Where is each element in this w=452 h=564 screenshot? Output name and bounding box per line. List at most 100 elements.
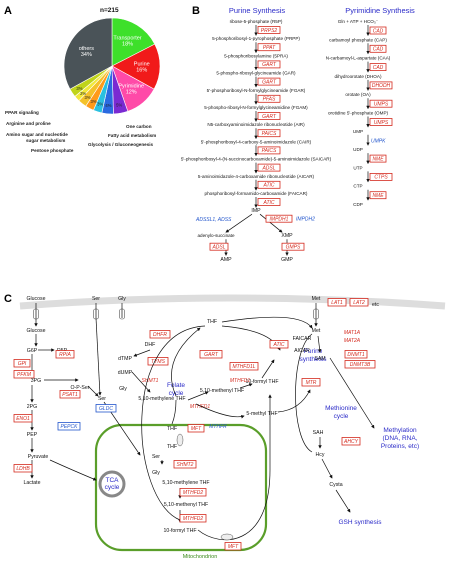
pathway-arrow — [317, 335, 322, 353]
panel-a-label: A — [4, 5, 12, 17]
enzyme-ctps: CTPS — [374, 175, 388, 181]
met-sam: SAM — [314, 356, 325, 362]
panel-c-label: C — [4, 293, 12, 305]
pie-slice-transporter — [111, 17, 156, 67]
enzyme-mthfd1b: MTHFD1 — [230, 378, 250, 384]
met-pg3: 3PG — [31, 378, 41, 384]
purine-metabolite: 5'-phosphoribosyl-N-formylglycineamide (… — [207, 88, 306, 93]
pyr-metabolite: N-carbamoyl-L-aspartate (CAA) — [326, 56, 391, 61]
enzyme-eno1: ENO1 — [16, 416, 30, 422]
methylation-2: (DNA, RNA, — [382, 435, 417, 442]
met-pg2: 2PG — [27, 404, 37, 410]
enzyme-umpk: UMPK — [371, 138, 386, 144]
pathway-arrow — [239, 383, 253, 389]
pathway-arrow — [335, 489, 351, 513]
met-hcy: Hcy — [316, 452, 325, 458]
enzyme-impdh2: IMPDH2 — [296, 217, 315, 223]
pie-n-label: n=215 — [100, 7, 119, 14]
met-thf-top: THF — [207, 319, 217, 325]
pie-slice-label: 5% — [116, 103, 122, 108]
enzyme-box-pepck — [57, 422, 81, 431]
met-cysta: Cysta — [329, 482, 342, 488]
met-gly: Gly — [119, 386, 127, 392]
enzyme-box-cad — [369, 63, 387, 71]
pyr-metabolite: UMP — [353, 129, 363, 134]
met-glucose-out: Glucose — [26, 296, 45, 302]
etc-label: etc — [372, 302, 379, 308]
pathway-curve — [221, 316, 313, 329]
met-m-gly: Gly — [152, 470, 160, 476]
pie-slice-label: 12% — [126, 90, 137, 96]
methylation-1: Methylation — [383, 427, 417, 434]
enzyme-dnmt3b: DNMT3B — [350, 362, 371, 368]
panel-c-network: GlucoseSerGlyMetLAT1LAT2etcGlucoseG6PR5P… — [13, 296, 379, 551]
tca-cycle-circle — [98, 470, 126, 498]
enzyme-prps2: PRPS2 — [261, 28, 278, 34]
enzyme-box-dhfr — [149, 330, 171, 339]
enzyme-box-dhodh — [369, 81, 393, 90]
enzyme-box-prps2 — [257, 26, 281, 34]
met-m-ser: Ser — [152, 454, 160, 460]
met-ser-out: Ser — [92, 296, 100, 302]
enzyme-box-nme — [369, 154, 387, 163]
gsh-synthesis: GSH synthesis — [339, 519, 383, 526]
tca-label-1: TCA — [106, 477, 120, 484]
enzyme-box-eno1 — [13, 414, 33, 423]
pyr-metabolite: CTP — [353, 184, 362, 189]
enzyme-box-cad — [369, 26, 387, 35]
enzyme-gart: GART — [204, 352, 219, 358]
gmp-label: GMP — [281, 257, 293, 263]
met-m-mthf: 5,10-methylene THF — [162, 480, 209, 486]
purine-metabolite: phosphoribosyl-formamido-carboxamide (FA… — [205, 191, 308, 196]
folate-cycle-1: Folate — [167, 382, 185, 389]
enzyme-mthfd1a: MTHFD1 — [190, 404, 210, 410]
mito-transporter-icon — [220, 533, 234, 541]
pie-label-amino-sugar-2: sugar metabolism — [26, 138, 65, 143]
enzyme-box-umps — [369, 99, 393, 108]
met-glucose-in: Glucose — [26, 328, 45, 334]
pathway-curve — [295, 333, 313, 453]
pathway-curve — [277, 389, 311, 413]
enzyme-box-pfas — [257, 94, 281, 103]
met-fthf: 10-formyl THF — [245, 379, 278, 385]
enzyme-box-pfkm — [13, 370, 35, 379]
enzyme-cad: CAD — [373, 65, 384, 71]
pie-slice-label: 3% — [91, 99, 97, 104]
pyr-start: Gln + ATP + HCO₃⁻ — [338, 19, 379, 24]
enzyme-box-mft2 — [224, 542, 242, 551]
pie-label-ppar: PPAR signaling — [5, 110, 39, 115]
enzyme-box-ppat — [257, 43, 281, 52]
enzyme-lat2: LAT2 — [353, 300, 365, 306]
enzyme-dhfr: DHFR — [153, 332, 167, 338]
enzyme-box-mthfd1l — [229, 362, 259, 371]
mitochondrion — [94, 423, 268, 552]
enzyme-shmt2: SHMT2 — [177, 462, 194, 468]
purine-metabolite: 5-phosphoribosylamine (5PRA) — [224, 53, 288, 58]
met-ophser: O-P-Ser — [70, 385, 89, 391]
methylation-3: Proteins, etc) — [381, 443, 419, 450]
met-sah: SAH — [313, 430, 324, 436]
enzyme-gart: GART — [262, 79, 277, 85]
enzyme-adssl1-adss: ADSSL1, ADSS — [195, 217, 232, 223]
pie-slice-label: Transporter — [113, 36, 141, 42]
enzyme-gpi: GPI — [18, 361, 27, 367]
enzyme-box-adsl — [209, 242, 229, 251]
pathway-arrow — [321, 458, 333, 479]
pie-label-pentose: Pentose phosphate — [31, 148, 74, 153]
pie-slice-label: 2% — [80, 91, 86, 96]
enzyme-box-paics — [257, 146, 281, 155]
pie-slice-others — [63, 17, 113, 90]
enzyme-mat1a: MAT1A — [344, 330, 361, 336]
enzyme-mft2: MFT — [228, 544, 239, 550]
met-m-thf2: THF — [167, 444, 177, 450]
enzyme-gmps: GMPS — [286, 245, 301, 251]
enzyme-box-cad — [369, 44, 387, 53]
enzyme-box-gldc — [95, 404, 117, 413]
met-m-fthf: 10-formyl THF — [163, 528, 196, 534]
pyr-metabolite: dihydroorotate (DHOA) — [335, 74, 382, 79]
enzyme-mat2a: MAT2A — [344, 338, 361, 344]
enzyme-box-nme — [369, 191, 387, 200]
enzyme-impdh1: IMPDH1 — [270, 217, 289, 223]
enzyme-box-shmt2 — [173, 460, 197, 469]
pie-label-glycolysis: Glycolysis / Gluconeogenesis — [88, 142, 154, 147]
